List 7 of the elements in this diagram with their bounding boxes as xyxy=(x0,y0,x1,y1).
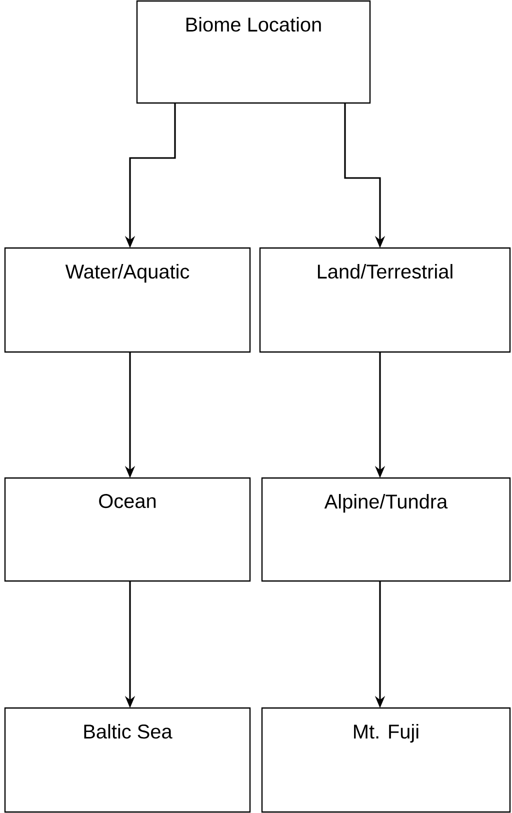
box: Biome Location xyxy=(136,0,371,104)
box: Ocean xyxy=(4,477,251,582)
box: Baltic Sea xyxy=(4,707,251,813)
box: Land/Terrestrial xyxy=(259,247,511,353)
box: Alpine/Tundra xyxy=(261,477,511,582)
box: Water/Aquatic xyxy=(4,247,251,353)
box: Mt. Fuji xyxy=(261,707,511,813)
